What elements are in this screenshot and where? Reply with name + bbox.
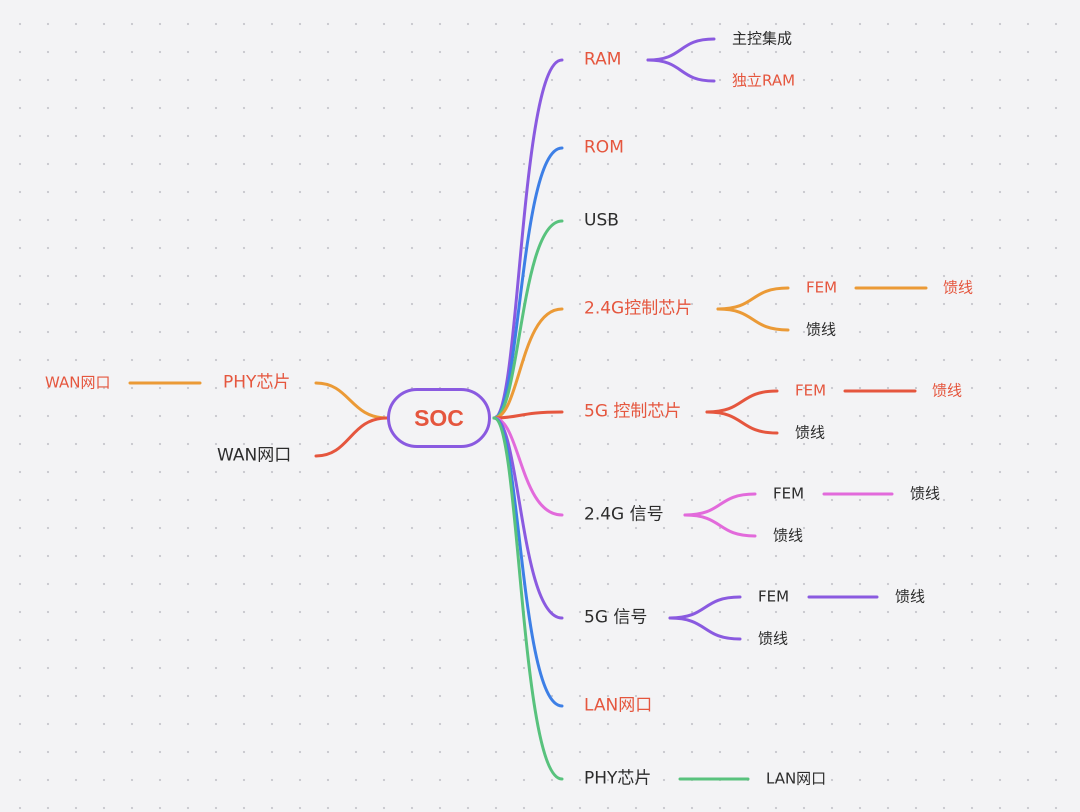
- ctrl-24g-fem-node[interactable]: FEM: [806, 278, 838, 297]
- connector-ram-integrated: [646, 37, 716, 62]
- lan-port-node[interactable]: LAN网口: [584, 695, 653, 716]
- signal-24g-feed-node[interactable]: 馈线: [773, 526, 804, 545]
- connector-root-left-phy: [314, 381, 389, 420]
- signal-24g-node[interactable]: 2.4G 信号: [584, 504, 664, 525]
- connector-sig5-feed: [668, 616, 742, 641]
- ram-standalone-node[interactable]: 独立RAM: [732, 71, 796, 90]
- signal-5g-fem-node[interactable]: FEM: [758, 587, 790, 606]
- connector-root-sig24: [492, 416, 564, 517]
- connector-root-ctrl5: [492, 410, 564, 420]
- ctrl-24g-fem-feed-node[interactable]: 馈线: [943, 278, 974, 297]
- connector-ctrl24-fem: [716, 286, 790, 311]
- ctrl-5g-fem-feed-node[interactable]: 馈线: [932, 381, 963, 400]
- connector-root-usb: [492, 219, 564, 420]
- connector-root-ctrl24: [492, 307, 564, 420]
- ram-node[interactable]: RAM: [584, 49, 622, 70]
- signal-24g-fem-feed-node[interactable]: 馈线: [910, 484, 941, 503]
- signal-5g-feed-node[interactable]: 馈线: [758, 629, 789, 648]
- connector-sig24-feed: [683, 513, 757, 538]
- usb-node[interactable]: USB: [584, 210, 619, 231]
- left-phy-wan-port-node[interactable]: WAN网口: [45, 373, 111, 392]
- ctrl-5g-feed-node[interactable]: 馈线: [795, 423, 826, 442]
- connector-ctrl24-feed: [716, 307, 790, 332]
- connector-root-rom: [492, 146, 564, 420]
- ctrl-24g-feed-node[interactable]: 馈线: [806, 320, 837, 339]
- right-phy-lan-port-node[interactable]: LAN网口: [766, 769, 827, 788]
- signal-5g-fem-feed-node[interactable]: 馈线: [895, 587, 926, 606]
- left-phy-chip-node[interactable]: PHY芯片: [223, 372, 291, 393]
- connector-root-sig5: [492, 416, 564, 620]
- connector-ram-standalone: [646, 58, 716, 83]
- signal-24g-fem-node[interactable]: FEM: [773, 484, 805, 503]
- ctrl-5g-fem-node[interactable]: FEM: [795, 381, 827, 400]
- connector-sig5-fem: [668, 595, 742, 620]
- ram-integrated-node[interactable]: 主控集成: [732, 29, 793, 48]
- connector-root-left-wan: [314, 416, 389, 458]
- connector-ctrl5-fem: [705, 389, 779, 414]
- connector-sig24-fem: [683, 492, 757, 517]
- root-node-soc[interactable]: SOC: [387, 388, 491, 448]
- ctrl-5g-node[interactable]: 5G 控制芯片: [584, 401, 682, 422]
- ctrl-24g-node[interactable]: 2.4G控制芯片: [584, 298, 693, 319]
- root-label: SOC: [414, 404, 464, 431]
- left-wan-port-node[interactable]: WAN网口: [217, 445, 292, 466]
- rom-node[interactable]: ROM: [584, 137, 624, 158]
- right-phy-chip-node[interactable]: PHY芯片: [584, 768, 652, 789]
- signal-5g-node[interactable]: 5G 信号: [584, 607, 648, 628]
- connector-ctrl5-feed: [705, 410, 779, 435]
- connector-root-phy: [492, 416, 564, 781]
